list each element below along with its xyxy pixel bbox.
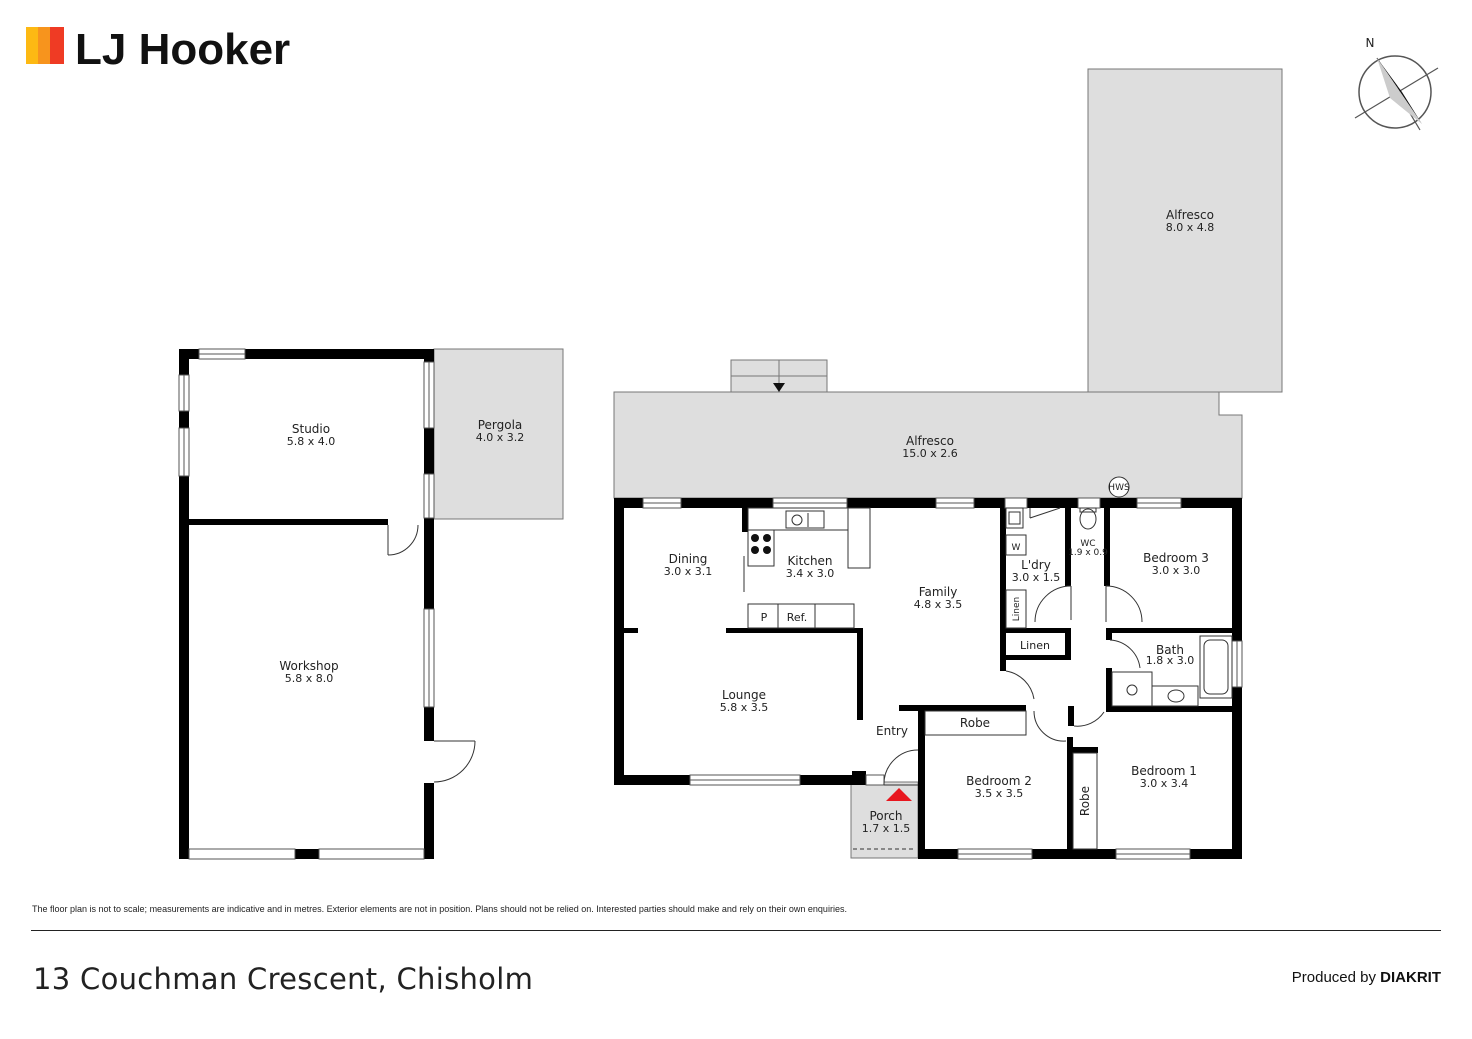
room-dims-kitchen: 3.4 x 3.0	[786, 567, 835, 580]
logo-stripe-1	[26, 27, 38, 64]
porch-area	[850, 781, 919, 859]
room-dims-alfresco-upper: 8.0 x 4.8	[1166, 221, 1215, 234]
room-dims-workshop: 5.8 x 8.0	[285, 672, 334, 685]
produced-by: Produced by DIAKRIT	[1292, 969, 1441, 986]
hws-icon: HWS	[1108, 476, 1130, 498]
property-address: 13 Couchman Crescent, Chisholm	[33, 962, 534, 996]
alfresco-entry-arrow-icon	[773, 383, 785, 392]
logo-stripe-3	[50, 27, 64, 64]
entry-label: Entry	[876, 724, 908, 738]
room-dims-wc: 1.9 x 0.9	[1068, 548, 1108, 558]
cooktop-icon	[751, 534, 771, 554]
brand-logo: LJ Hooker	[26, 25, 290, 74]
room-dims-pergola: 4.0 x 3.2	[476, 431, 525, 444]
compass-north-label: N	[1366, 36, 1375, 50]
room-dims-alfresco-main: 15.0 x 2.6	[902, 447, 958, 460]
room-dims-bedroom2: 3.5 x 3.5	[975, 787, 1024, 800]
linen-label-hall: Linen	[1020, 639, 1050, 652]
room-dims-bedroom3: 3.0 x 3.0	[1152, 564, 1201, 577]
room-name-dining: Dining	[669, 552, 708, 566]
room-dims-family: 4.8 x 3.5	[914, 598, 963, 611]
pantry-label: P	[761, 611, 768, 624]
room-name-alfresco-main: Alfresco	[906, 434, 954, 448]
room-dims-bedroom1: 3.0 x 3.4	[1140, 777, 1189, 790]
room-name-alfresco-upper: Alfresco	[1166, 208, 1214, 222]
room-name-studio: Studio	[292, 422, 330, 436]
room-name-bedroom1: Bedroom 1	[1131, 764, 1197, 778]
fridge-label: Ref.	[787, 611, 808, 624]
room-name-bedroom3: Bedroom 3	[1143, 551, 1209, 565]
washer-label: W	[1012, 543, 1021, 553]
house-doors	[743, 507, 1143, 786]
linen-label-laundry: Linen	[1012, 597, 1022, 621]
produced-by-prefix: Produced by	[1291, 969, 1376, 986]
room-name-family: Family	[919, 585, 958, 599]
outbuilding-walls	[179, 349, 434, 859]
room-dims-dining: 3.0 x 3.1	[664, 565, 713, 578]
room-name-workshop: Workshop	[279, 659, 338, 673]
producer-brand: DIAKRIT	[1380, 969, 1441, 986]
robe-label-bedroom2: Robe	[960, 716, 990, 730]
room-name-bath: Bath	[1156, 643, 1184, 657]
hws-label: HWS	[1108, 483, 1130, 493]
kitchen-fixtures	[747, 507, 871, 629]
room-dims-laundry: 3.0 x 1.5	[1012, 571, 1061, 584]
room-name-laundry: L'dry	[1021, 558, 1051, 572]
entry-arrow-icon	[886, 788, 912, 801]
logo-stripe-2	[38, 27, 50, 64]
room-dims-bath: 1.8 x 3.0	[1146, 654, 1195, 667]
north-compass-icon: N	[1354, 36, 1439, 131]
room-name-kitchen: Kitchen	[787, 554, 832, 568]
room-name-porch: Porch	[869, 809, 902, 823]
robe-fixtures	[924, 710, 1098, 850]
room-dims-porch: 1.7 x 1.5	[862, 822, 911, 835]
room-dims-studio: 5.8 x 4.0	[287, 435, 336, 448]
brand-name: LJ Hooker	[75, 25, 290, 74]
outbuilding-doors	[387, 524, 476, 783]
pergola-area	[433, 348, 564, 520]
outbuilding-openings	[178, 348, 435, 860]
room-labels: Studio 5.8 x 4.0 Pergola 4.0 x 3.2 Works…	[279, 208, 1214, 835]
room-name-lounge: Lounge	[722, 688, 766, 702]
disclaimer-text: The floor plan is not to scale; measurem…	[32, 904, 847, 914]
room-name-wc: WC	[1080, 539, 1095, 549]
bath-fixtures	[1111, 635, 1233, 707]
robe-label-bedroom1: Robe	[1078, 786, 1092, 816]
room-dims-lounge: 5.8 x 3.5	[720, 701, 769, 714]
room-name-bedroom2: Bedroom 2	[966, 774, 1032, 788]
footer-divider	[31, 930, 1441, 931]
laundry-fixtures	[1005, 507, 1097, 629]
room-name-pergola: Pergola	[478, 418, 523, 432]
house-windows	[642, 497, 1243, 860]
